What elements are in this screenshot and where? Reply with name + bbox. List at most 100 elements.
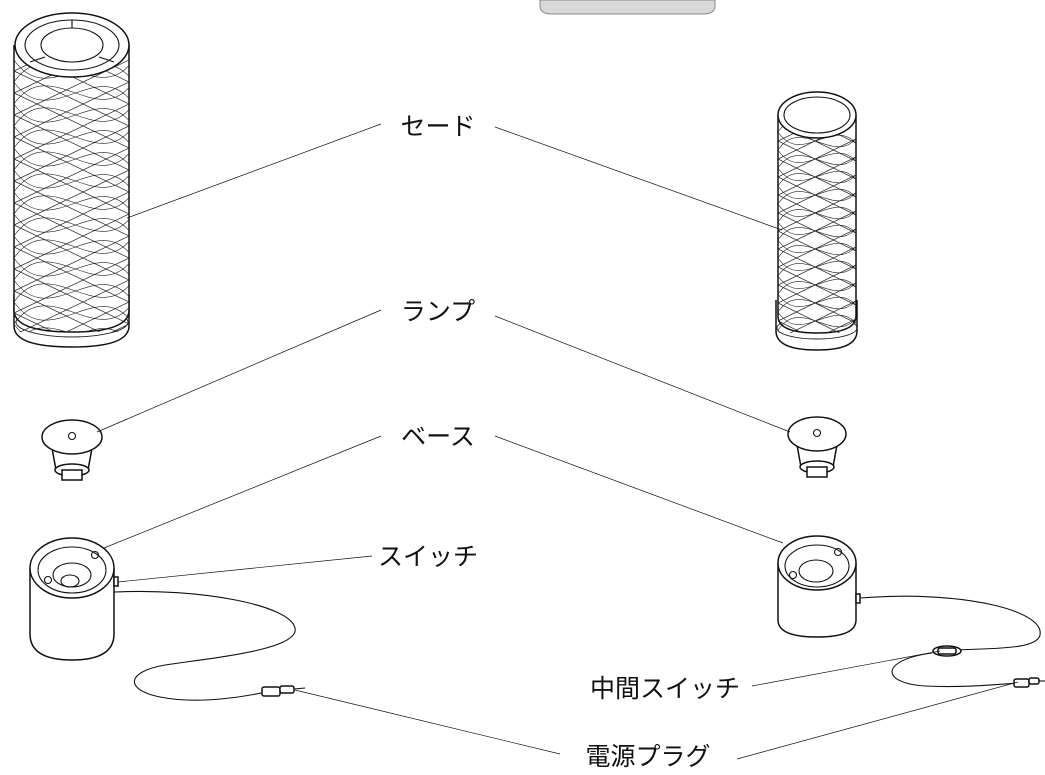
shade-wire (14, 239, 129, 259)
shade-wire (778, 282, 856, 322)
shade-wire (14, 268, 129, 325)
shade-wire (14, 372, 129, 390)
shade-wire (14, 246, 129, 303)
inline-switch (932, 645, 962, 657)
shade-wire (778, 156, 856, 196)
left-shade-wire-pattern (14, 0, 129, 412)
left-base (29, 537, 119, 661)
shade-wire (111, 323, 129, 332)
shade-wire (14, 191, 129, 211)
shade-wire (14, 85, 129, 105)
shade-wire (14, 169, 129, 189)
shade-wire (778, 212, 856, 252)
shade-wire (778, 317, 856, 331)
shade-wire (778, 194, 856, 234)
shade-wire (778, 137, 856, 151)
shade-wire (14, 213, 129, 270)
shade-wire (14, 147, 129, 167)
shade-wire (14, 129, 129, 149)
shade-wire (778, 131, 856, 145)
shade-wire (778, 284, 856, 324)
label-lamp: ランプ (401, 297, 475, 326)
leader-lines (96, 123, 1019, 760)
shade-wire (14, 0, 129, 5)
shade-wire (14, 125, 129, 145)
right-cord (859, 595, 1041, 688)
shade-wire (14, 92, 129, 149)
shade-wire (14, 312, 55, 332)
shade-wire (778, 257, 856, 271)
shade-wire (778, 353, 856, 366)
shade-wire (14, 213, 129, 233)
shade-wire (14, 305, 129, 325)
left-shade (13, 0, 130, 412)
shade-wire (778, 248, 856, 288)
shade-wire (14, 173, 129, 193)
shade-wire (818, 125, 856, 144)
label-base: ベース (401, 422, 475, 451)
right-plug (1013, 677, 1045, 688)
shade-wire (19, 279, 129, 332)
shade-wire (778, 281, 856, 295)
shade-wire (14, 151, 129, 171)
shade-wire (778, 158, 856, 198)
shade-wire (778, 230, 856, 270)
label-power-plug: 電源プラグ (585, 742, 710, 771)
shade-wire (778, 246, 856, 286)
shade-wire (14, 217, 129, 237)
shade-wire (14, 350, 129, 368)
shade-wire (778, 264, 856, 304)
shade-wire (14, 81, 129, 101)
shade-wire (778, 275, 856, 289)
shade-wire (14, 301, 129, 321)
shade-wire (14, 195, 129, 215)
shade-wire (14, 81, 129, 138)
shade-wire (778, 311, 856, 325)
label-shade: セード (400, 112, 475, 141)
shade-wire (778, 174, 856, 214)
label-inline-switch: 中間スイッチ (590, 674, 740, 703)
label-switch: スイッチ (378, 542, 478, 571)
shade-wire (778, 173, 856, 187)
shade-wire (14, 390, 129, 408)
shade-wire (778, 266, 856, 306)
shade-wire (14, 368, 129, 386)
shade-wire (14, 114, 129, 171)
shade-wire (778, 221, 856, 235)
shade-wire (778, 320, 804, 333)
shade-wire (778, 263, 856, 277)
shade-wire (778, 228, 856, 268)
shade-wire (778, 167, 856, 181)
shade-wire (778, 209, 856, 223)
shade-wire (14, 191, 129, 248)
left-cord (113, 590, 296, 701)
shade-wire (14, 180, 129, 237)
shade-wire (14, 169, 129, 226)
shade-wire (778, 155, 856, 169)
shade-wire (14, 346, 129, 364)
shade-wire (778, 366, 856, 379)
shade-wire (65, 301, 129, 332)
shade-wire (778, 49, 856, 87)
shade-wire (14, 136, 129, 193)
shade-wire (778, 176, 856, 216)
right-shade (775, 49, 858, 395)
right-lamp (787, 416, 847, 478)
shade-wire (14, 283, 129, 303)
right-base (777, 535, 861, 638)
shade-wire (14, 158, 129, 215)
shade-wire (778, 149, 856, 163)
shade-wire (789, 300, 856, 333)
shade-wire (778, 357, 856, 395)
shade-wire (14, 70, 129, 127)
shade-wire (778, 125, 849, 160)
top-tab (539, 0, 716, 15)
shade-wire (778, 299, 856, 313)
shade-wire (14, 357, 129, 412)
shade-wire (14, 103, 129, 123)
shade-wire (14, 257, 129, 277)
shade-wire (778, 210, 856, 250)
shade-wire (14, 103, 129, 160)
shade-wire (14, 125, 129, 182)
